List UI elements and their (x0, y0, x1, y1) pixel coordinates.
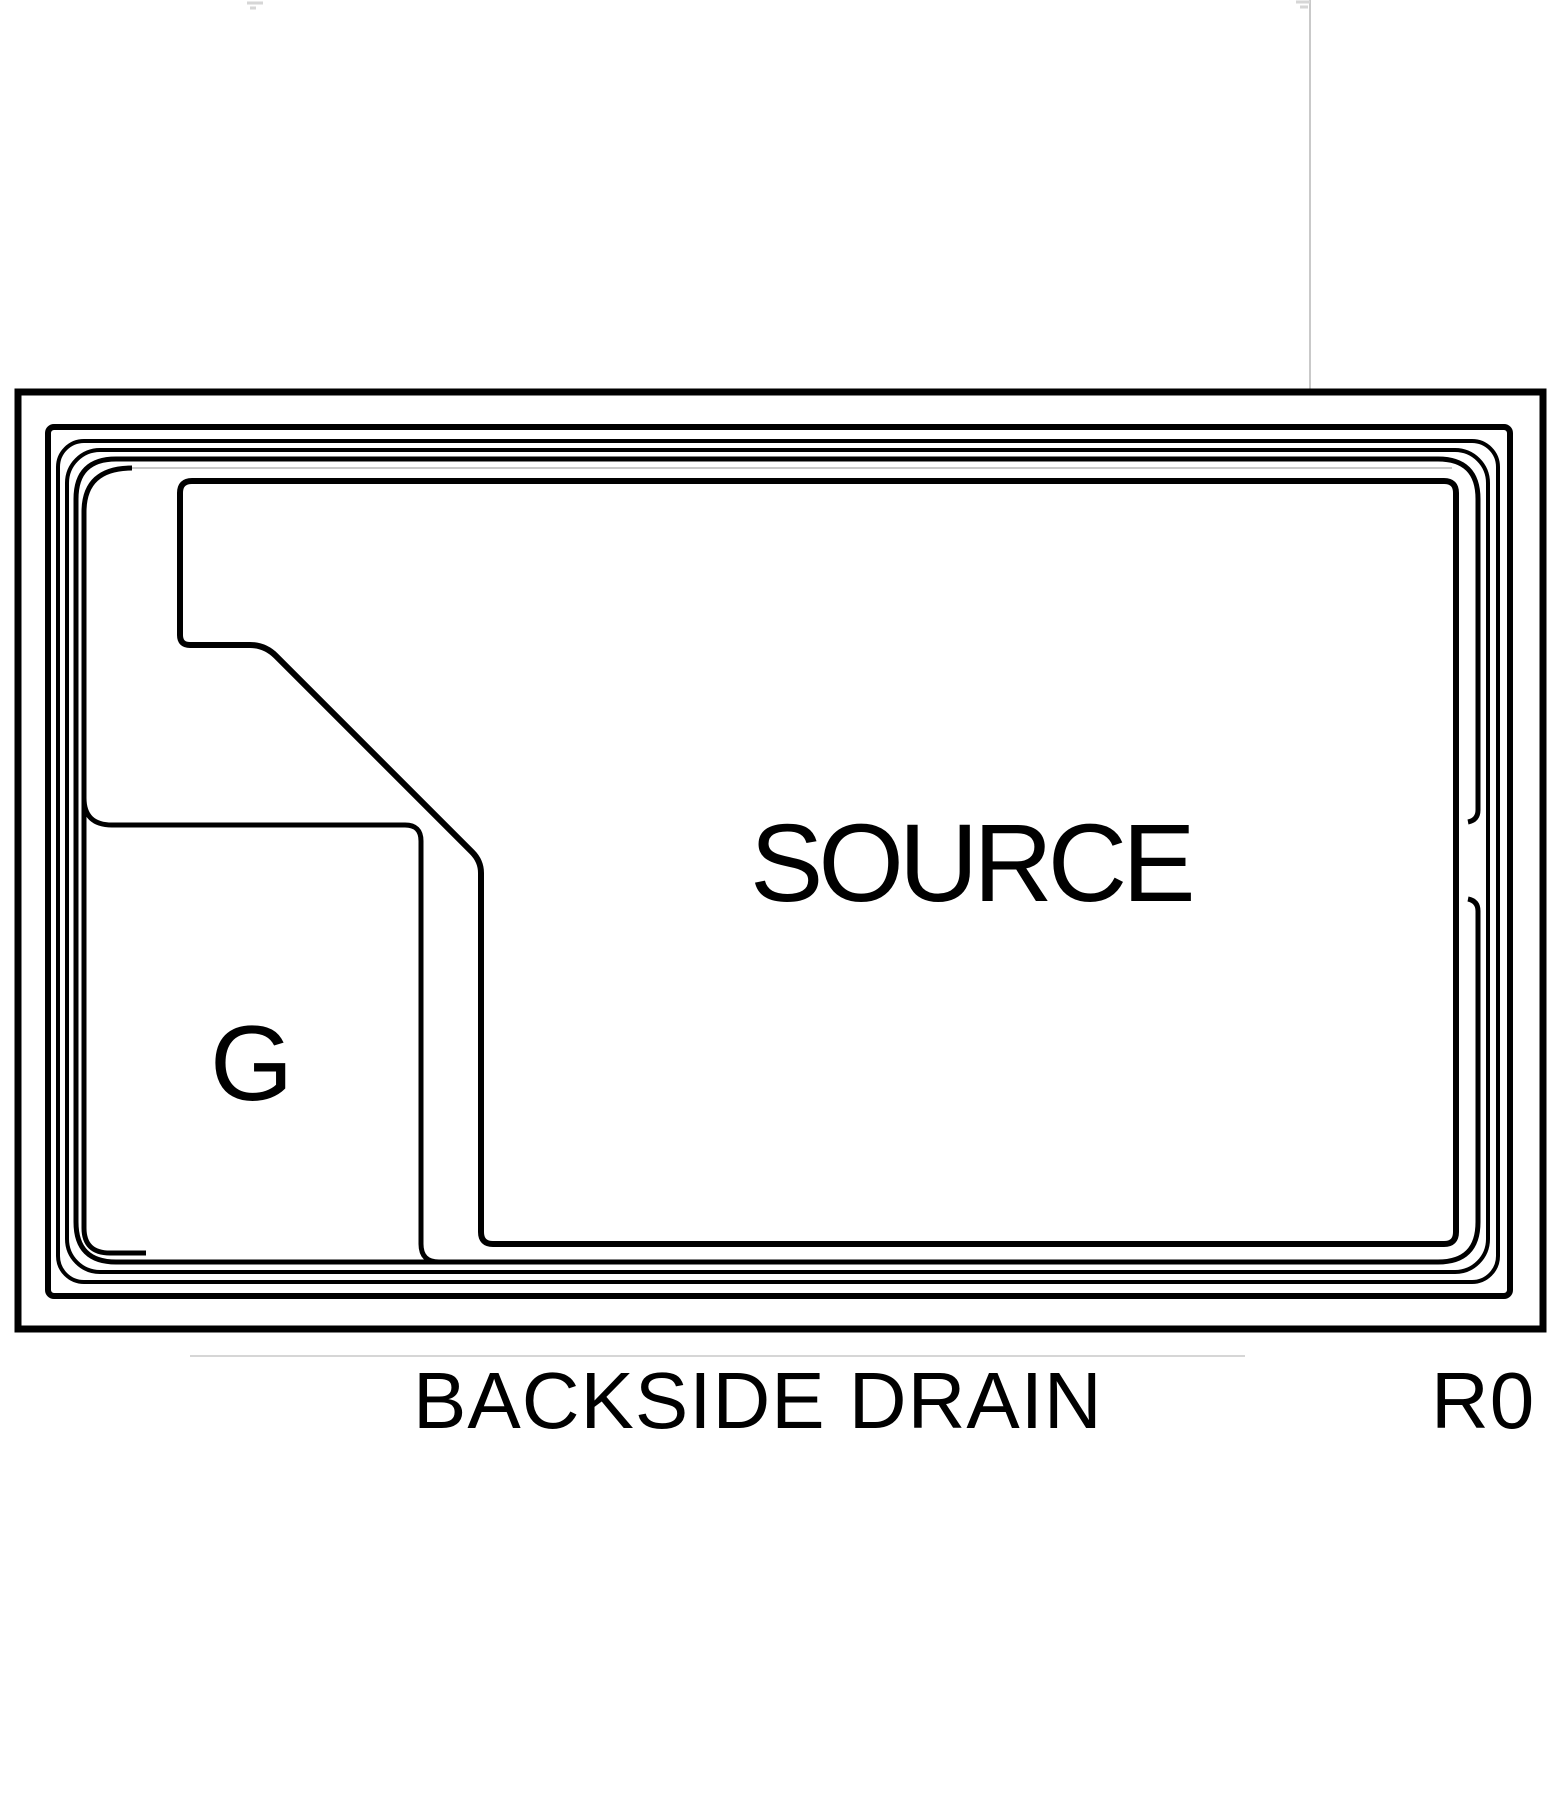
source-metal-boundary (177, 478, 1459, 1247)
scan-artifact-smudge-right (1296, 0, 1310, 9)
scan-artifact-smudge-left (247, 1, 263, 10)
backside-drain-label: BACKSIDE DRAIN (413, 1356, 1103, 1445)
termination-frame (45, 424, 1513, 1299)
gate-pad-boundary (81, 797, 482, 1265)
revision-label: R0 (1431, 1356, 1535, 1445)
guard-ring-middle (65, 448, 1490, 1274)
guard-ring-inner (73, 456, 1481, 1265)
source-pad-label: SOURCE (750, 802, 1191, 925)
gate-runner-edge (81, 465, 146, 1256)
die-outline (14, 388, 1547, 1333)
guard-ring-outer (56, 439, 1500, 1284)
gate-pad-label: G (210, 1003, 293, 1123)
